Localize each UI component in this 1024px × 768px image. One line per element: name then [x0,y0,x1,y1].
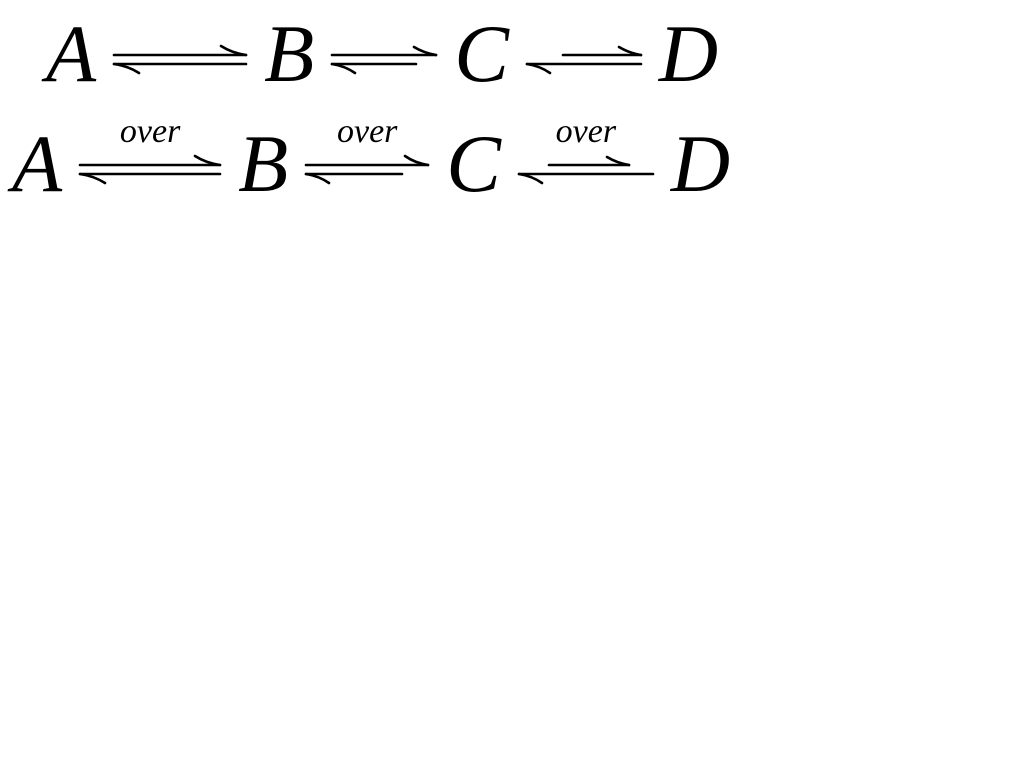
species-c-line2: C [446,118,501,209]
arrow-over-label: over [555,113,617,150]
equilibrium-arrow-icon: over [302,114,432,186]
species-d-line1: D [658,8,719,99]
arrow-over-label: over [336,113,398,150]
reaction-equation-line-2: A over B over C over [8,114,734,210]
equilibrium-arrow-icon: over [76,114,224,186]
equilibrium-arrow-icon [110,44,250,76]
species-b-line1: B [264,8,315,99]
reaction-equation-line-1: A B C [42,8,722,100]
species-a-line2: A [12,118,63,209]
species-c-line1: C [454,8,509,99]
equilibrium-arrow-icon [523,44,645,76]
species-d-line2: D [670,118,731,209]
arrow-over-label: over [119,113,181,150]
equilibrium-arrow-icon [328,44,440,76]
species-a-line1: A [46,8,97,99]
species-b-line2: B [238,118,289,209]
equilibrium-arrow-icon: over [515,114,657,186]
